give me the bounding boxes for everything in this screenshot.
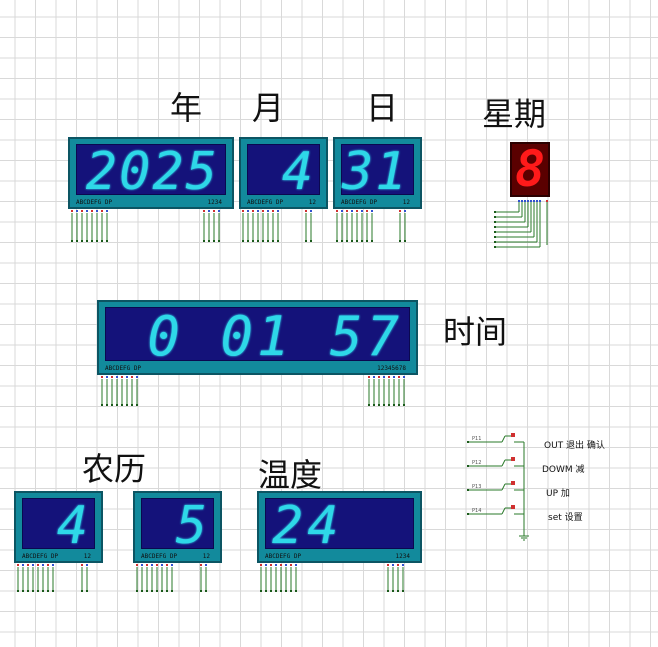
button-label-down: DOWM 减 <box>542 465 585 475</box>
lcd-month-screen: 4 <box>247 142 320 202</box>
label-weekday: 星期 <box>482 95 547 133</box>
lcd-lunar-day-value: 5 <box>175 496 207 556</box>
lcd-lunar-month-value: 4 <box>56 496 88 556</box>
button-row-set[interactable]: P14 set 设置 <box>466 506 656 524</box>
lcd-month[interactable]: 4 ABCDEFG DP 12 <box>239 137 328 209</box>
lcd-day-pinlabel-left: ABCDEFG DP <box>341 199 378 206</box>
lcd-temperature[interactable]: 24 ABCDEFG DP 1234 <box>257 491 422 563</box>
lcd-temperature-pinlabel-right: 1234 <box>395 553 410 560</box>
button-row-up[interactable]: P13 UP 加 <box>466 482 656 500</box>
label-day: 日 <box>366 89 399 127</box>
button-pin-out: P11 <box>472 436 482 442</box>
lcd-day-value: 31 <box>342 142 409 202</box>
lcd-year-value: 2025 <box>85 142 219 202</box>
lcd-month-pinlabel-right: 12 <box>308 199 316 206</box>
lcd-time-screen: 0 01 57 <box>105 305 410 368</box>
button-label-out: OUT 退出 确认 <box>544 441 605 451</box>
button-pin-up: P13 <box>472 484 482 490</box>
button-label-set: set 设置 <box>548 513 583 523</box>
button-pin-set: P14 <box>472 508 482 514</box>
button-label-up: UP 加 <box>546 489 570 499</box>
lcd-lunar-day-pinlabel-right: 12 <box>202 553 210 560</box>
lcd-lunar-month-pinlabel-right: 12 <box>83 553 91 560</box>
label-month: 月 <box>252 89 285 127</box>
lcd-lunar-month[interactable]: 4 ABCDEFG DP 12 <box>14 491 103 563</box>
lcd-lunar-day-screen: 5 <box>141 496 214 556</box>
lcd-day-pinlabel-right: 12 <box>402 199 410 206</box>
label-lunar: 农历 <box>82 450 147 488</box>
label-time: 时间 <box>443 313 508 351</box>
button-row-out[interactable]: P11 OUT 退出 确认 <box>466 434 656 452</box>
button-pin-down: P12 <box>472 460 482 466</box>
lcd-temperature-screen: 24 <box>265 496 414 556</box>
lcd-month-pinlabel-left: ABCDEFG DP <box>247 199 284 206</box>
lcd-time-pinlabel-right: 12345678 <box>377 365 406 372</box>
lcd-lunar-day-pinlabel-left: ABCDEFG DP <box>141 553 178 560</box>
lcd-time-pinlabel-left: ABCDEFG DP <box>105 365 142 372</box>
lcd-time-value: 0 01 57 <box>147 305 403 368</box>
lcd-lunar-day[interactable]: 5 ABCDEFG DP 12 <box>133 491 222 563</box>
lcd-day[interactable]: 31 ABCDEFG DP 12 <box>333 137 422 209</box>
lcd-time[interactable]: 0 01 57 ABCDEFG DP 12345678 <box>97 300 418 375</box>
lcd-lunar-month-pinlabel-left: ABCDEFG DP <box>22 553 59 560</box>
lcd-temperature-pinlabel-left: ABCDEFG DP <box>265 553 302 560</box>
lcd-year-screen: 2025 <box>76 142 226 202</box>
button-row-down[interactable]: P12 DOWM 减 <box>466 458 656 476</box>
lcd-year[interactable]: 2025 ABCDEFG DP 1234 <box>68 137 234 209</box>
lcd-lunar-month-screen: 4 <box>22 496 95 556</box>
label-year: 年 <box>170 89 203 127</box>
label-temperature: 温度 <box>258 456 323 494</box>
lcd-year-pinlabel-left: ABCDEFG DP <box>76 199 113 206</box>
lcd-temperature-value: 24 <box>272 496 343 556</box>
lcd-month-value: 4 <box>281 142 313 202</box>
lcd-day-screen: 31 <box>341 142 414 202</box>
seg7-weekday[interactable]: 8 <box>510 142 550 197</box>
lcd-year-pinlabel-right: 1234 <box>207 199 222 206</box>
